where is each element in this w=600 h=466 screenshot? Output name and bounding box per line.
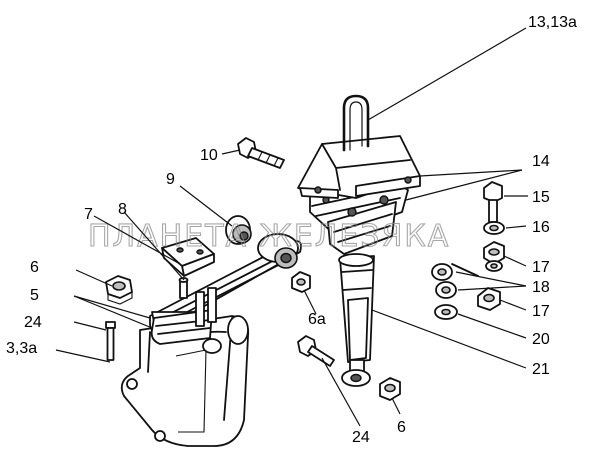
label-13: 13,13а xyxy=(528,14,577,31)
label-6-left: 6 xyxy=(30,259,39,276)
bolt-part-15 xyxy=(483,181,503,223)
leader-lines xyxy=(55,27,528,427)
part-labels: 13,13а 14 15 16 17 18 17 20 21 10 9 7 8 … xyxy=(6,14,577,446)
upper-bracket-part-13 xyxy=(297,94,421,199)
washer-part-16 xyxy=(483,221,505,235)
label-18: 18 xyxy=(532,279,550,296)
label-6-bottom: 6 xyxy=(397,419,406,436)
bolt-part-10 xyxy=(237,137,285,169)
nut-part-17-upper xyxy=(483,241,505,265)
label-24-bottom: 24 xyxy=(352,429,370,446)
bushing-part-9 xyxy=(225,215,252,245)
leaf-spring-part-5 xyxy=(149,233,302,345)
plate-part-7 xyxy=(161,237,215,277)
label-8: 8 xyxy=(118,201,127,218)
label-7: 7 xyxy=(84,206,93,223)
nut-part-6-bottom xyxy=(379,377,401,401)
washer-part-20 xyxy=(434,304,458,320)
shock-absorber-part-21 xyxy=(338,253,375,387)
label-21: 21 xyxy=(532,361,550,378)
label-16: 16 xyxy=(532,219,550,236)
label-3: 3,3а xyxy=(6,340,37,357)
label-24-left: 24 xyxy=(24,314,42,331)
label-9: 9 xyxy=(166,171,175,188)
nut-part-17-lower xyxy=(477,287,501,311)
bushing-part-18 xyxy=(431,263,479,299)
label-5: 5 xyxy=(30,287,39,304)
watermark-text: ПЛАНЕТА ЖЕЛЕЗЯКА xyxy=(88,219,450,254)
nut-part-6-left xyxy=(105,275,133,305)
label-6a: 6а xyxy=(308,311,326,328)
label-10: 10 xyxy=(200,147,218,164)
label-17-lower: 17 xyxy=(532,303,550,320)
bolt-part-8 xyxy=(178,277,189,299)
label-15: 15 xyxy=(532,189,550,206)
bolt-part-24-left xyxy=(105,321,116,361)
label-14: 14 xyxy=(532,153,550,170)
nut-part-17-mid xyxy=(485,260,503,272)
nut-part-6a xyxy=(291,271,311,293)
label-20: 20 xyxy=(532,331,550,348)
bolt-part-24-right xyxy=(297,335,335,367)
label-17-upper: 17 xyxy=(532,259,550,276)
